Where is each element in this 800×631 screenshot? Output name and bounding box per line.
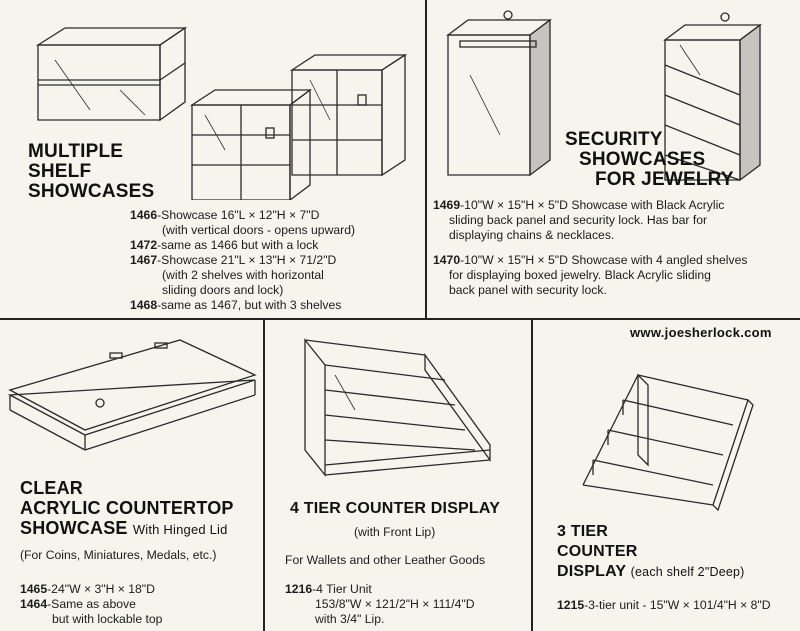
three-tier-items: 1215-3-tier unit - 15"W × 101/4"H × 8"D — [557, 598, 771, 613]
item-code-1470: 1470 — [433, 253, 461, 267]
item-text: -3-tier unit - 15"W × 101/4"H × 8"D — [584, 598, 771, 612]
countertop-showcase-illustration — [5, 335, 260, 460]
four-tier-title: 4 TIER COUNTER DISPLAY — [290, 500, 500, 518]
countertop-subtitle: (For Coins, Miniatures, Medals, etc.) — [20, 548, 217, 562]
vertical-divider-bottom-right — [531, 320, 533, 631]
item-code-1216: 1216 — [285, 582, 313, 596]
security-title-line-3: FOR JEWELRY — [595, 169, 734, 190]
item-text: -Showcase 21"L × 13"H × 71/2"D — [157, 253, 337, 267]
multiple-shelf-title-line-3: SHOWCASES — [28, 181, 155, 202]
item-text: back panel with security lock. — [449, 283, 607, 297]
item-text: displaying chains & necklaces. — [449, 228, 615, 242]
horizontal-divider — [0, 318, 800, 320]
multiple-shelf-showcase-illustration — [20, 10, 420, 200]
three-tier-display-illustration — [568, 365, 768, 515]
security-items: 1469-10"W × 15"H × 5"D Showcase with Bla… — [433, 198, 747, 298]
item-text: sliding doors and lock) — [162, 283, 284, 297]
three-tier-title: 3 TIER COUNTER DISPLAY (each shelf 2"Dee… — [557, 522, 745, 582]
countertop-title-line-3: SHOWCASE — [20, 518, 128, 538]
multiple-shelf-title-line-2: SHELF — [28, 161, 92, 182]
item-code-1469: 1469 — [433, 198, 461, 212]
item-text: 153/8"W × 121/2"H × 111/4"D — [315, 597, 475, 611]
item-text: sliding back panel and security lock. Ha… — [449, 213, 708, 227]
three-tier-title-line-1: 3 TIER — [557, 523, 608, 540]
website-url: www.joesherlock.com — [630, 325, 772, 340]
item-text: -same as 1466 but with a lock — [157, 238, 319, 252]
item-text: -Same as above — [47, 597, 136, 611]
item-code-1468: 1468 — [130, 298, 158, 312]
item-text: but with lockable top — [52, 612, 163, 626]
security-showcase-illustration — [440, 5, 780, 205]
item-code-1465: 1465 — [20, 582, 48, 596]
countertop-title-line-2: ACRYLIC COUNTERTOP — [20, 498, 234, 518]
vertical-divider-top — [425, 0, 427, 318]
item-code-1472: 1472 — [130, 238, 158, 252]
item-code-1215: 1215 — [557, 598, 585, 612]
three-tier-title-line-2: COUNTER — [557, 543, 638, 560]
item-code-1466: 1466 — [130, 208, 158, 222]
multiple-shelf-title-line-1: MULTIPLE — [28, 141, 124, 162]
multiple-shelf-items: 1466-Showcase 16"L × 12"H × 7"D (with ve… — [130, 208, 355, 313]
vertical-divider-bottom-left — [263, 320, 265, 631]
security-title-line-2: SHOWCASES — [579, 149, 706, 170]
three-tier-title-suffix: (each shelf 2"Deep) — [630, 565, 745, 579]
four-tier-subtitle: (with Front Lip) — [354, 525, 436, 539]
item-code-1464: 1464 — [20, 597, 48, 611]
four-tier-display-illustration — [295, 335, 505, 485]
countertop-title-line-1: CLEAR — [20, 478, 83, 498]
item-code-1467: 1467 — [130, 253, 158, 267]
four-tier-title-text: 4 TIER COUNTER DISPLAY — [290, 500, 501, 517]
countertop-title: CLEAR ACRYLIC COUNTERTOP SHOWCASE With H… — [20, 478, 234, 540]
countertop-title-suffix: With Hinged Lid — [132, 522, 228, 537]
item-text: -10"W × 15"H × 5"D Showcase with 4 angle… — [460, 253, 748, 267]
item-text: for displaying boxed jewelry. Black Acry… — [449, 268, 711, 282]
item-text: (with vertical doors - opens upward) — [162, 223, 356, 237]
item-text: -24"W × 3"H × 18"D — [47, 582, 155, 596]
four-tier-items: 1216-4 Tier Unit 153/8"W × 121/2"H × 111… — [285, 582, 475, 627]
item-text: -same as 1467, but with 3 shelves — [157, 298, 342, 312]
four-tier-note: For Wallets and other Leather Goods — [285, 553, 486, 567]
item-text: (with 2 shelves with horizontal — [162, 268, 324, 282]
security-title: SECURITY SHOWCASES FOR JEWELRY — [565, 130, 734, 190]
three-tier-title-line-3: DISPLAY — [557, 563, 626, 580]
multiple-shelf-title: MULTIPLE SHELF SHOWCASES — [28, 142, 154, 202]
item-text: -10"W × 15"H × 5"D Showcase with Black A… — [460, 198, 725, 212]
countertop-items: 1465-24"W × 3"H × 18"D 1464-Same as abov… — [20, 582, 162, 627]
item-text: with 3/4" Lip. — [315, 612, 385, 626]
security-title-line-1: SECURITY — [565, 129, 663, 150]
item-text: -Showcase 16"L × 12"H × 7"D — [157, 208, 320, 222]
item-text: -4 Tier Unit — [312, 582, 372, 596]
